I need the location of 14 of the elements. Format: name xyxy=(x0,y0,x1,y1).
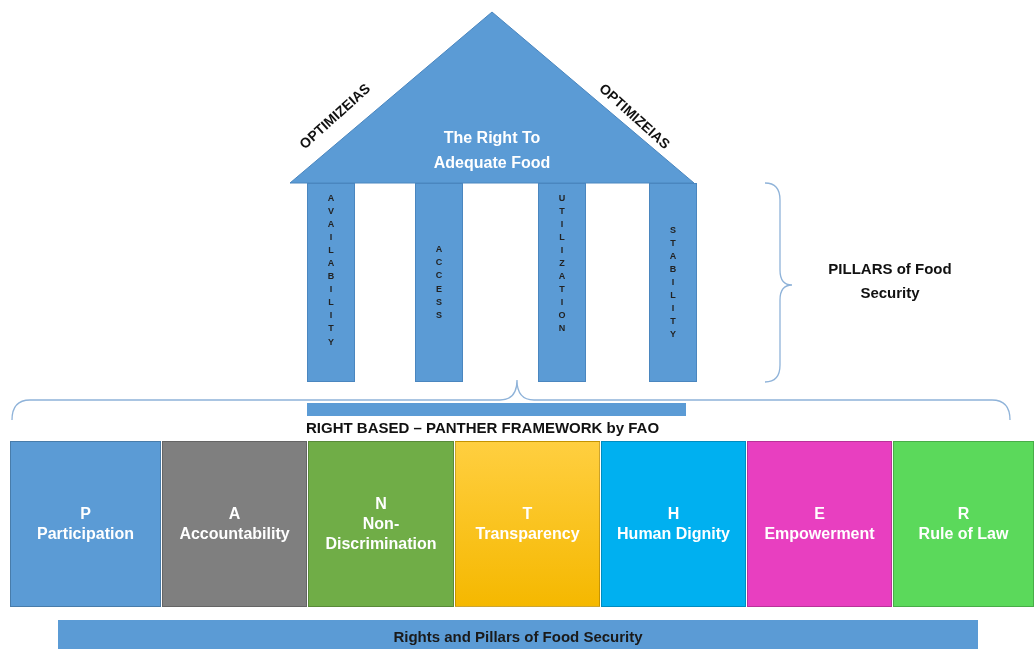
principle-box: N Non-Discrimination xyxy=(308,441,454,607)
principle-box: T Transparency xyxy=(455,441,600,607)
principle-box: A Accountability xyxy=(162,441,307,607)
principle-box: R Rule of Law xyxy=(893,441,1034,607)
pillar: STABILITY xyxy=(649,183,697,382)
pillar: UTILIZATION xyxy=(538,183,586,382)
framework-heading: RIGHT BASED – PANTHER FRAMEWORK by FAO xyxy=(306,418,660,438)
principle-box: E Empowerment xyxy=(747,441,892,607)
principle-box: P Participation xyxy=(10,441,161,607)
pillar: ACCESS xyxy=(415,183,463,382)
pillar: AVAILABILITY xyxy=(307,183,355,382)
principle-box: H Human Dignity xyxy=(601,441,746,607)
brace-label: PILLARS of Food Security xyxy=(827,259,953,303)
base-banner: Rights and Pillars of Food Security xyxy=(58,620,978,649)
